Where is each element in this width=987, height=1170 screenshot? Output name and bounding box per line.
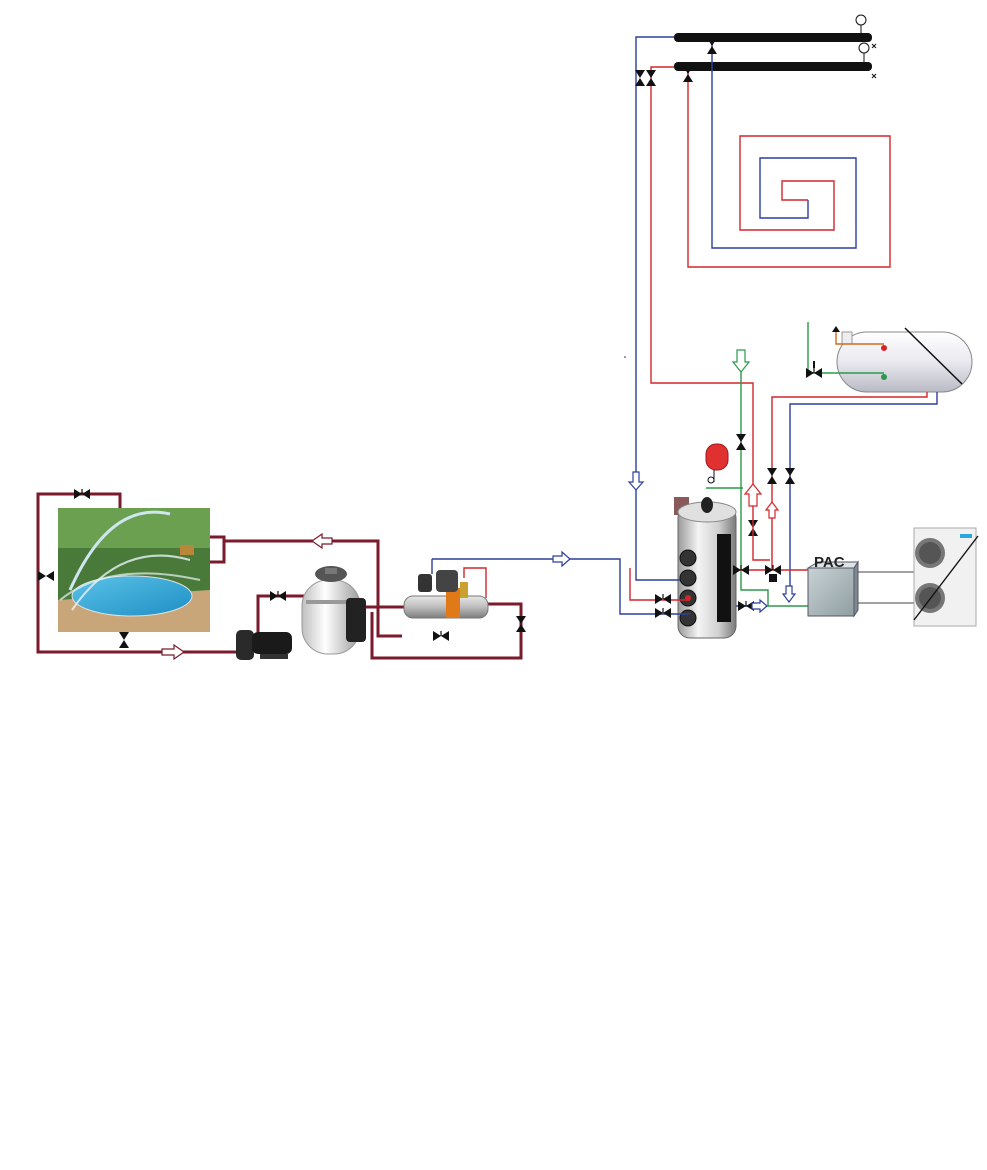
three-way-valve — [764, 564, 782, 582]
sand-filter — [301, 566, 366, 655]
expansion-vessel — [705, 443, 729, 484]
buffer-tank — [674, 497, 737, 639]
outdoor-unit — [913, 527, 979, 627]
flow-arrow-icon — [731, 349, 751, 373]
air-vent-icon — [871, 43, 877, 79]
pressure-gauge-icon — [855, 14, 870, 62]
pool-image — [58, 508, 210, 632]
hot-water-boiler — [767, 322, 973, 596]
flow-arrow-icon — [161, 532, 333, 661]
floor-heating — [635, 14, 891, 490]
pool-pump — [236, 630, 292, 660]
flow-arrow-icon — [743, 483, 797, 614]
pac-unit: PAC — [806, 554, 859, 618]
heat-exchanger — [403, 559, 489, 619]
pac-label: PAC — [814, 554, 845, 571]
manifold-supply — [674, 33, 872, 42]
manifold-return — [674, 62, 872, 71]
flow-arrow-icon — [552, 471, 645, 568]
